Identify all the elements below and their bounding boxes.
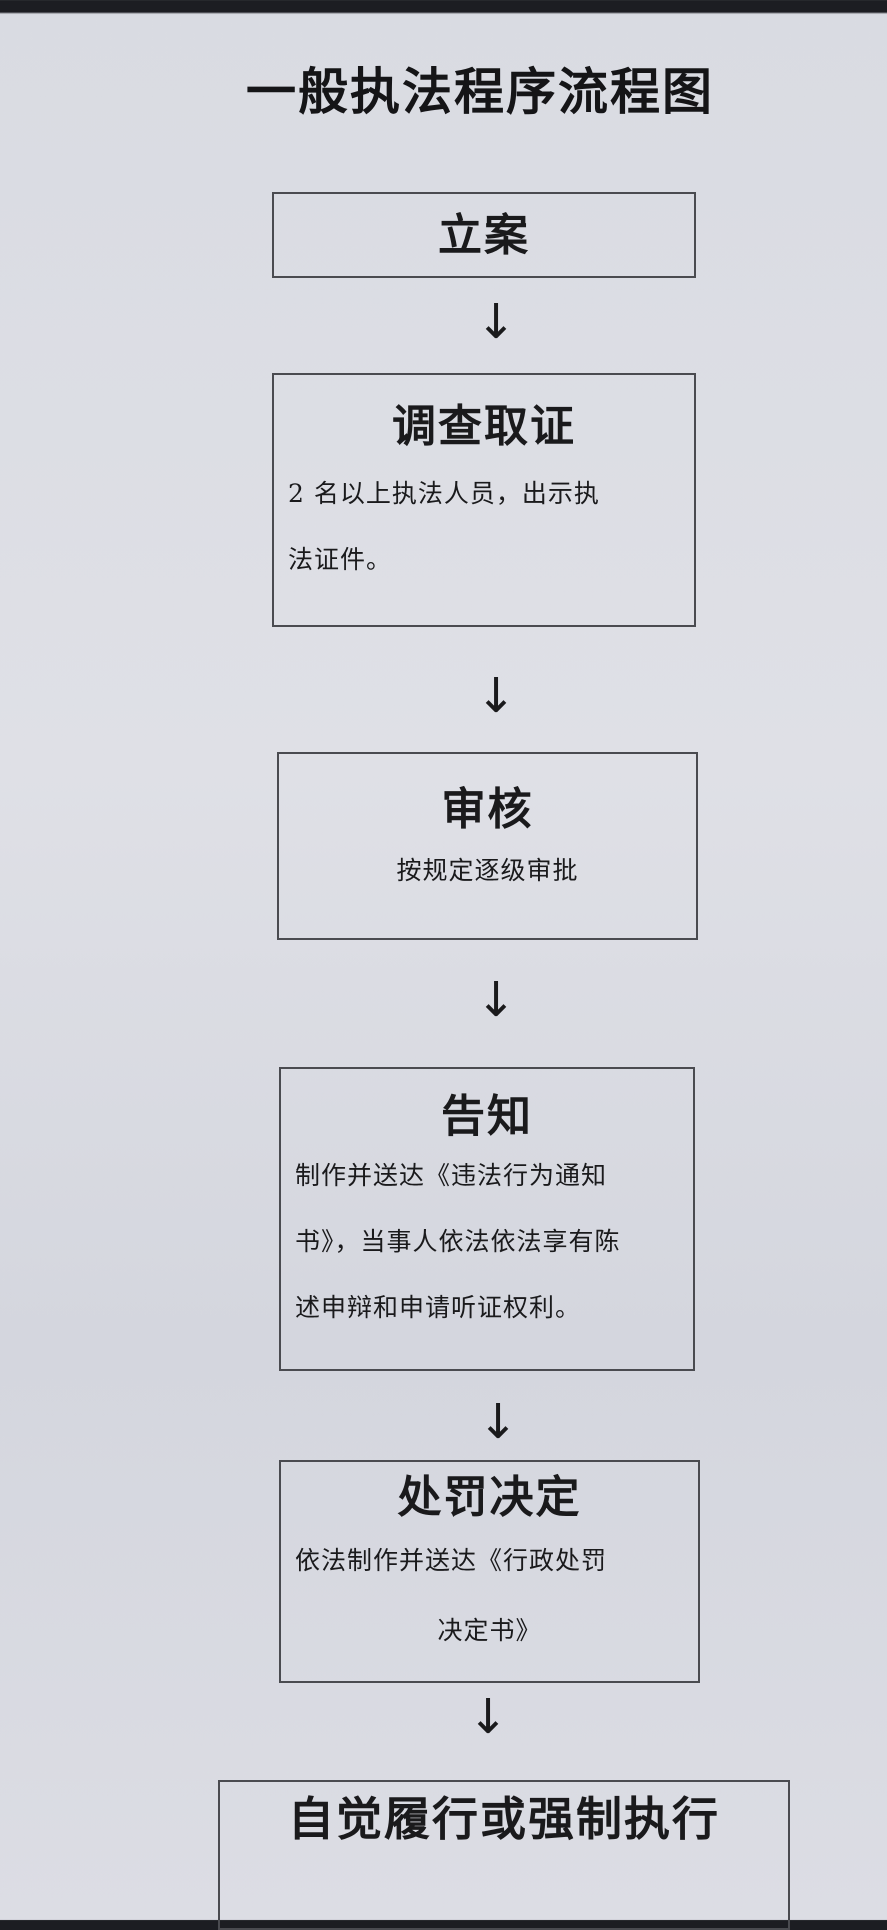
step-body-line: 法证件。 [288,545,393,574]
step-body-line: 2 名以上执法人员，出示执 [288,479,600,508]
step-body-line: 书》，当事人依法依法享有陈 [295,1227,621,1256]
step-body-line: 述申辩和申请听证权利。 [295,1293,582,1322]
step-title: 立案 [438,210,530,261]
step-title: 处罚决定 [397,1472,582,1523]
flowchart-title: 一般执法程序流程图 [246,62,714,121]
step-filing: 立案 [272,192,696,278]
arrow-icon: ↓ [476,668,517,724]
step-penalty-decision: 处罚决定 依法制作并送达《行政处罚 决定书》 [279,1460,700,1683]
step-body-line: 决定书》 [437,1616,542,1645]
arrow-icon: ↓ [476,294,517,350]
step-title: 审核 [441,784,534,835]
step-review: 审核 按规定逐级审批 [277,752,698,940]
arrow-icon: ↓ [478,1394,519,1450]
step-title: 调查取证 [392,401,576,452]
step-body-line: 制作并送达《违法行为通知 [295,1161,608,1190]
arrow-icon: ↓ [476,972,517,1028]
arrow-icon: ↓ [468,1689,509,1745]
step-body-line: 按规定逐级审批 [396,856,579,885]
step-title: 告知 [441,1091,533,1142]
step-investigation: 调查取证 2 名以上执法人员，出示执 法证件。 [272,373,696,627]
step-title: 自觉履行或强制执行 [288,1792,720,1846]
step-notification: 告知 制作并送达《违法行为通知 书》，当事人依法依法享有陈 述申辩和申请听证权利… [279,1067,695,1371]
step-execution: 自觉履行或强制执行 [218,1780,790,1930]
step-body-line: 依法制作并送达《行政处罚 [295,1546,608,1575]
